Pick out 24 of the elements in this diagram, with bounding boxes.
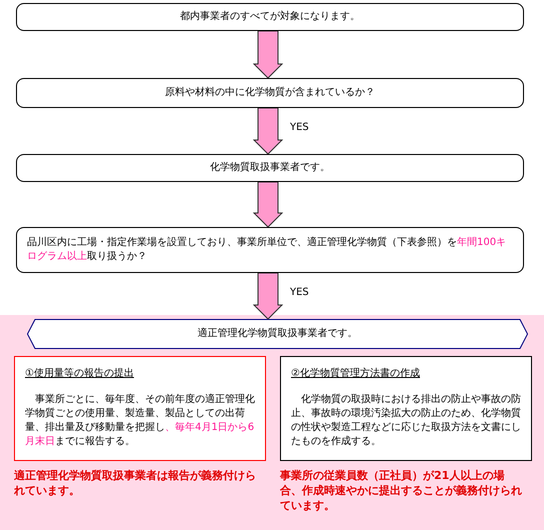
block-arrow (252, 182, 284, 228)
note-text: 適正管理化学物質取扱事業者は報告が義務付けられています。 (14, 468, 257, 498)
info-box (280, 356, 532, 461)
edge-label: YES (290, 286, 309, 300)
block-arrow (252, 30, 284, 79)
edge-label: YES (290, 121, 309, 135)
process-box (16, 154, 524, 182)
process-box (16, 227, 524, 273)
background-band (0, 315, 544, 530)
node-text: 原料や材料の中に化学物質が含まれているか？ (164, 86, 376, 100)
box-body-text: 事業所ごとに、毎年度、その前年度の適正管理化学物質ごとの使用量、製造量、製品としての出荷量、排出量及び移動量を把握し、毎年4月1日から6月末日までに報告する。 (25, 393, 256, 449)
node-text: 都内事業者のすべてが対象になります。 (179, 10, 361, 24)
box-heading: ①使用量等の報告の提出 (25, 367, 135, 381)
node-text: 化学物質取扱事業者です。 (209, 161, 331, 175)
process-box (16, 3, 524, 31)
block-arrow (252, 272, 284, 320)
note-text: 事業所の従業員数（正社員）が21人以上の場合、作成時速やかに提出することが義務付けられています。 (280, 468, 523, 513)
block-arrow (252, 108, 284, 155)
process-box (16, 78, 524, 108)
box-body-text: 化学物質の取扱時における排出の防止や事故の防止、事故時の環境汚染拡大の防止のため、化学物質の性状や製造工程などに応じた取扱方法を文書にしたものを作成する。 (291, 393, 522, 449)
info-box (14, 356, 266, 461)
node-text: 適正管理化学物質取扱事業者です。 (196, 327, 358, 341)
box-heading: ②化学物質管理方法書の作成 (291, 367, 421, 381)
node-text: 品川区内に工場・指定作業場を設置しており、事業所単位で、適正管理化学物質（下表参照）を年間100キログラム以上取り扱うか？ (27, 236, 508, 264)
